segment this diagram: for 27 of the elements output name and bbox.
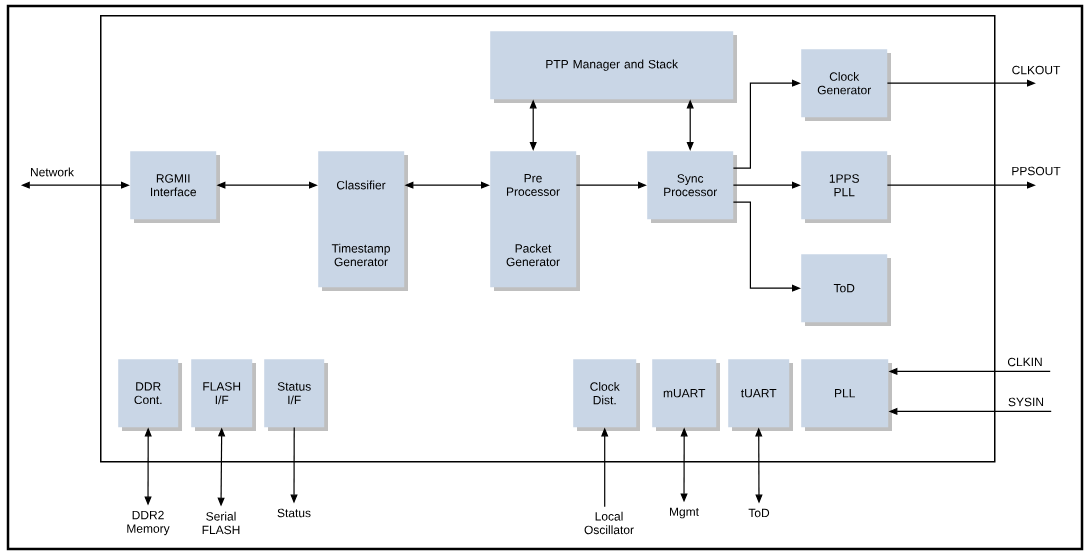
block-box: PTP Manager and Stack xyxy=(490,31,737,103)
block-box: PLL xyxy=(801,359,892,431)
signal-label: ToD xyxy=(748,508,770,518)
block-box: Status I/F xyxy=(264,359,328,431)
block-box: Classifier Timestamp Generator xyxy=(318,151,408,291)
signal-label: Local Oscillator xyxy=(584,511,634,535)
block-box: 1PPS PLL xyxy=(801,151,891,223)
block-box: ToD xyxy=(801,254,891,326)
signal-label: CLKIN xyxy=(1007,357,1042,367)
block-box: Clock Dist. xyxy=(573,359,640,431)
block-box: tUART xyxy=(728,359,793,431)
signal-label: Network xyxy=(31,167,75,177)
signal-label: CLKOUT xyxy=(1012,65,1061,75)
signal-label: Status xyxy=(277,508,311,518)
block-box: DDR Cont. xyxy=(118,359,182,431)
block-box: Clock Generator xyxy=(801,49,891,121)
signal-label: Mgmt xyxy=(670,507,699,519)
block-box: Sync Processor xyxy=(647,151,737,223)
block-box: Pre Processor Packet Generator xyxy=(490,151,580,291)
chip-outline xyxy=(100,15,996,463)
signal-label: Serial FLASH xyxy=(202,511,240,535)
block-box: FLASH I/F xyxy=(191,359,256,431)
signal-label: PPSOUT xyxy=(1012,166,1061,176)
block-box: mUART xyxy=(652,359,720,431)
signal-label: SYSIN xyxy=(1008,397,1044,407)
block-box: RGMII Interface xyxy=(130,151,220,223)
signal-label: DDR2 Memory xyxy=(127,510,170,536)
